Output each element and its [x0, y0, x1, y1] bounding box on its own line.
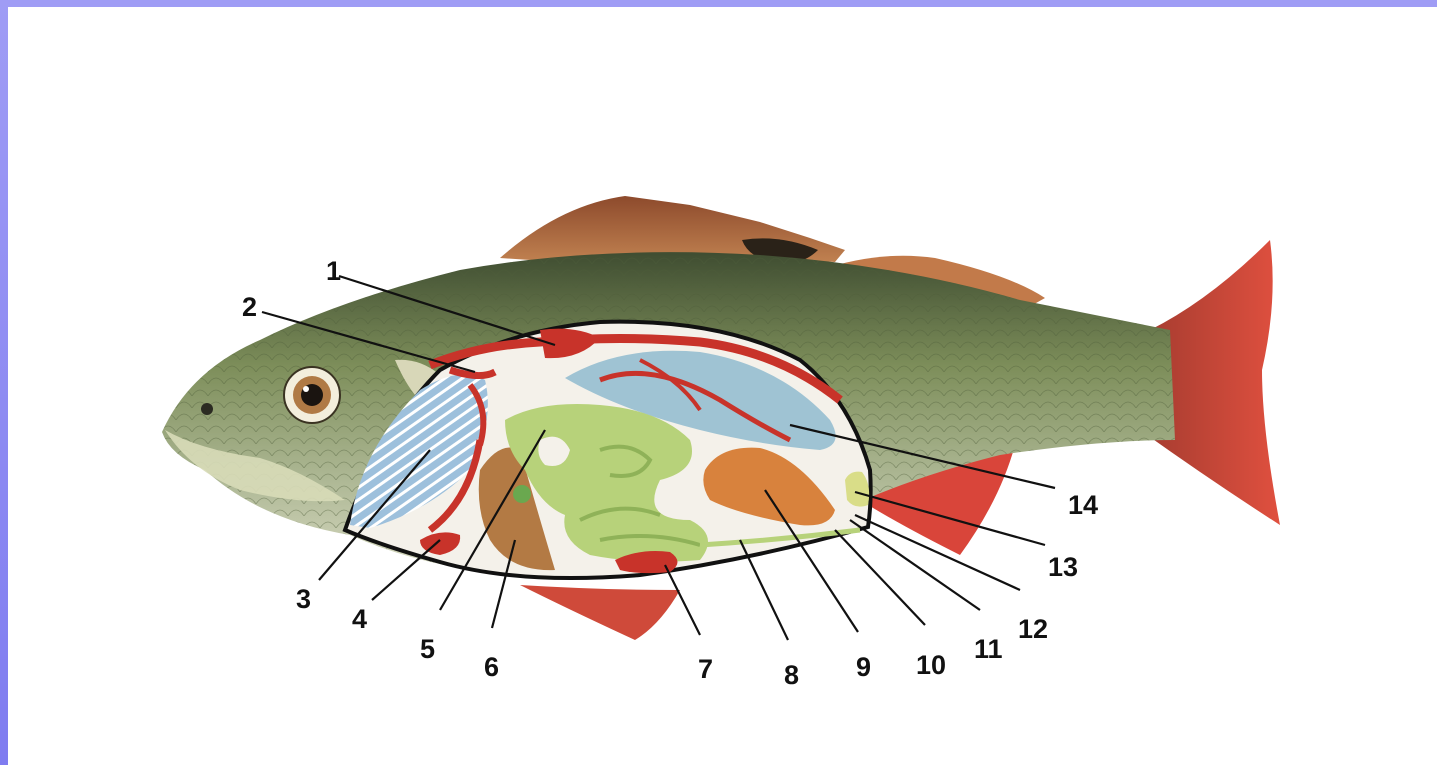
- label-1: 1: [326, 256, 341, 286]
- gall-bladder: [513, 485, 531, 503]
- label-8: 8: [784, 660, 799, 690]
- nostril: [201, 403, 213, 415]
- label-5: 5: [420, 634, 435, 664]
- fish-eye: [284, 367, 340, 423]
- label-7: 7: [698, 654, 713, 684]
- label-9: 9: [856, 652, 871, 682]
- label-11: 11: [974, 634, 1003, 664]
- label-6: 6: [484, 652, 499, 682]
- label-13: 13: [1048, 552, 1078, 582]
- label-2: 2: [242, 292, 257, 322]
- label-12: 12: [1018, 614, 1048, 644]
- label-3: 3: [296, 584, 311, 614]
- label-14: 14: [1068, 490, 1098, 520]
- pelvic-fin: [520, 585, 680, 640]
- label-10: 10: [916, 650, 946, 680]
- label-4: 4: [352, 604, 367, 634]
